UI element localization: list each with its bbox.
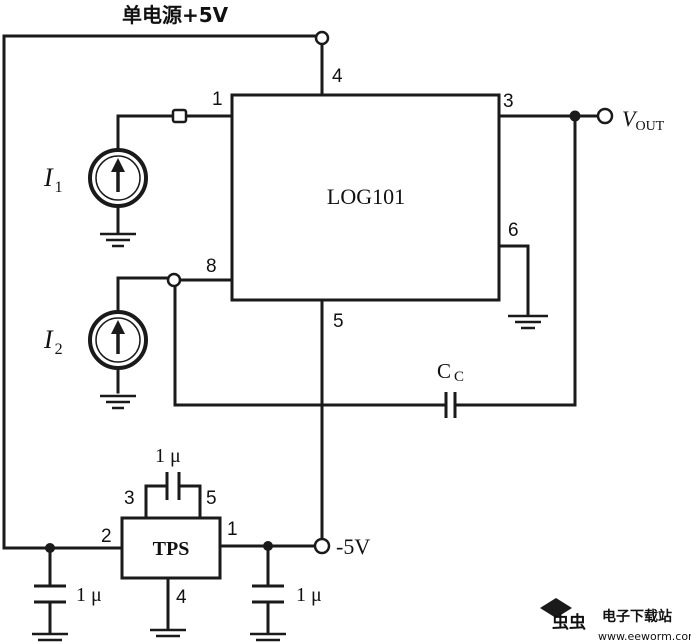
ground-pin6 <box>508 314 548 330</box>
tps-pin-1-label: 1 <box>227 519 238 540</box>
neg-supply-terminal <box>313 537 331 555</box>
tps-label: TPS <box>153 538 190 560</box>
pin1-terminal <box>171 108 188 124</box>
capacitor-tps-top <box>165 472 181 500</box>
tps-regulator: TPS <box>120 516 222 580</box>
cap-left-label: 1 μ <box>76 584 102 606</box>
capacitor-right <box>252 584 284 604</box>
log101-body <box>230 93 501 302</box>
i2-inner-ring <box>95 317 141 363</box>
current-source-i1 <box>88 148 148 208</box>
supply-rail-wire <box>2 34 324 550</box>
ground-i1 <box>100 232 136 248</box>
watermark-glyph: 虫虫 <box>552 612 586 633</box>
ground-right-cap <box>250 632 286 642</box>
left-cap-junction <box>45 543 55 553</box>
output-junction <box>569 110 581 122</box>
watermark-url: www.eeworm.com <box>598 630 691 643</box>
i1-inner-ring <box>95 155 141 201</box>
pin-8-label: 8 <box>206 256 217 277</box>
neg-supply-label: -5V <box>336 534 370 559</box>
watermark: 虫虫 电子下载站 www.eeworm.com <box>540 598 691 643</box>
tps-body <box>120 516 222 580</box>
pin6-wire <box>497 244 530 317</box>
log101-chip: LOG101 <box>230 93 501 302</box>
pin-6-label: 6 <box>508 220 519 241</box>
supply-label: 单电源+5V <box>122 3 229 27</box>
tps-pin5-wire <box>180 484 202 520</box>
tps-pin3-wire <box>144 484 168 520</box>
pin-4-label: 4 <box>332 66 343 87</box>
tps-pin-3-label: 3 <box>124 488 135 509</box>
arrow-up-icon <box>111 320 125 334</box>
feedback-wire-right <box>454 114 577 407</box>
i2-top-wire <box>116 276 171 314</box>
log101-label: LOG101 <box>327 184 405 209</box>
graduation-cap-icon <box>540 598 572 618</box>
tps-pin-4-label: 4 <box>176 587 187 608</box>
pin-3-label: 3 <box>503 91 514 112</box>
pin-5-label: 5 <box>333 311 344 332</box>
right-cap-junction <box>263 541 273 551</box>
cap-right-label: 1 μ <box>296 584 322 606</box>
cap-top-label: 1 μ <box>155 445 181 467</box>
ground-left-cap <box>32 632 68 642</box>
arrow-up-icon <box>111 158 125 172</box>
capacitor-left <box>34 584 66 604</box>
ground-tps <box>150 628 186 638</box>
capacitor-cc <box>444 392 457 418</box>
i1-top-wire <box>116 114 176 152</box>
feedback-wire-left <box>173 283 447 407</box>
vout-label: VOUT <box>622 106 665 134</box>
current-source-i2 <box>88 310 148 370</box>
watermark-brand: 电子下载站 <box>602 608 672 625</box>
tps-pin-2-label: 2 <box>101 526 112 547</box>
supply-terminal <box>314 30 330 46</box>
tps-pin-5-label: 5 <box>206 488 217 509</box>
pin-1-label: 1 <box>212 89 223 110</box>
pin8-terminal <box>166 272 182 288</box>
ground-i2 <box>100 394 136 410</box>
output-terminal <box>596 107 614 125</box>
